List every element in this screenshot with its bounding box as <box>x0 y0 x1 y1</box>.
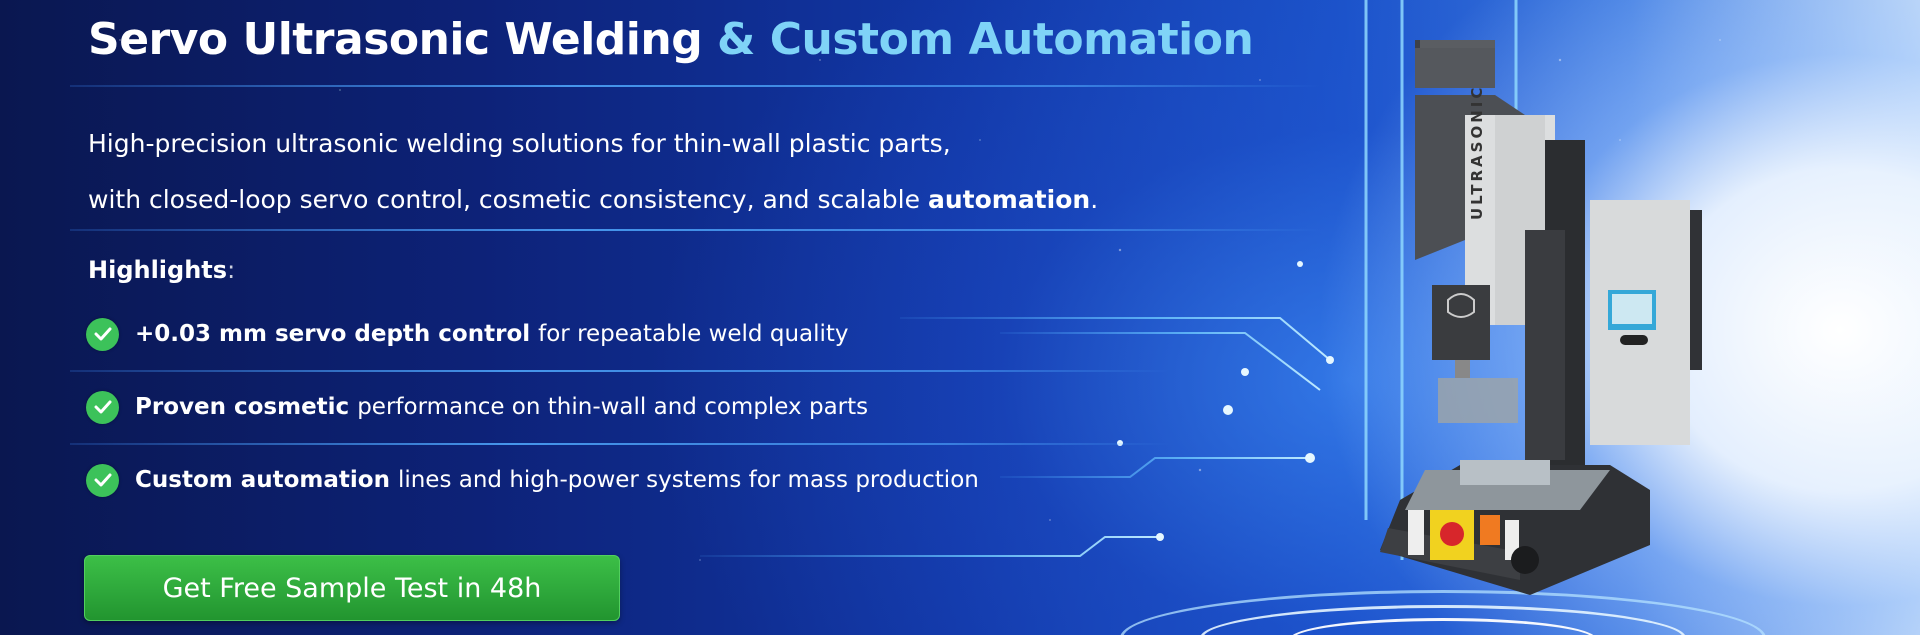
intro-line-2-suffix: . <box>1090 185 1099 214</box>
check-circle-icon <box>86 317 119 351</box>
page-title: Servo Ultrasonic Welding & Custom Automa… <box>88 14 1254 65</box>
intro-divider <box>70 229 1320 231</box>
highlight-divider-1 <box>70 370 1170 372</box>
check-circle-icon <box>86 390 119 424</box>
highlights-list: +0.03 mm servo depth control for repeata… <box>86 316 979 535</box>
highlights-colon: : <box>227 256 236 284</box>
ultrasonic-label: ULTRASONIC <box>1468 85 1486 220</box>
highlight-bold-text: +0.03 mm servo depth control <box>135 321 531 347</box>
check-circle-icon <box>86 463 119 497</box>
platform-rings-decoration <box>1060 560 1820 635</box>
title-divider <box>70 85 1320 87</box>
free-sample-test-button[interactable]: Get Free Sample Test in 48h <box>84 555 620 621</box>
title-accent: & Custom Automation <box>717 14 1254 65</box>
ultrasonic-welder-product-image: ULTRASONIC <box>1380 40 1702 595</box>
highlight-text: performance on thin-wall and complex par… <box>357 394 869 420</box>
highlight-text: lines and high-power systems for mass pr… <box>397 467 979 493</box>
highlight-bold-text: Custom automation <box>135 467 390 493</box>
highlight-divider-2 <box>70 443 1170 445</box>
highlight-item: +0.03 mm servo depth control for repeata… <box>86 316 979 352</box>
highlight-bold-text: Proven cosmetic <box>135 394 350 420</box>
highlight-item: Custom automation lines and high-power s… <box>86 462 979 498</box>
highlights-heading-text: Highlights <box>88 256 228 284</box>
highlights-heading: Highlights: <box>88 256 235 284</box>
highlight-text: for repeatable weld quality <box>538 321 849 347</box>
title-main: Servo Ultrasonic Welding <box>88 14 703 65</box>
highlight-item: Proven cosmetic performance on thin-wall… <box>86 389 979 425</box>
intro-line-2: with closed-loop servo control, cosmetic… <box>88 172 1098 228</box>
intro-paragraph: High-precision ultrasonic welding soluti… <box>88 116 1098 228</box>
intro-line-1: High-precision ultrasonic welding soluti… <box>88 129 951 158</box>
intro-bold-automation: automation <box>927 185 1091 214</box>
intro-line-2-text: with closed-loop servo control, cosmetic… <box>88 185 921 214</box>
